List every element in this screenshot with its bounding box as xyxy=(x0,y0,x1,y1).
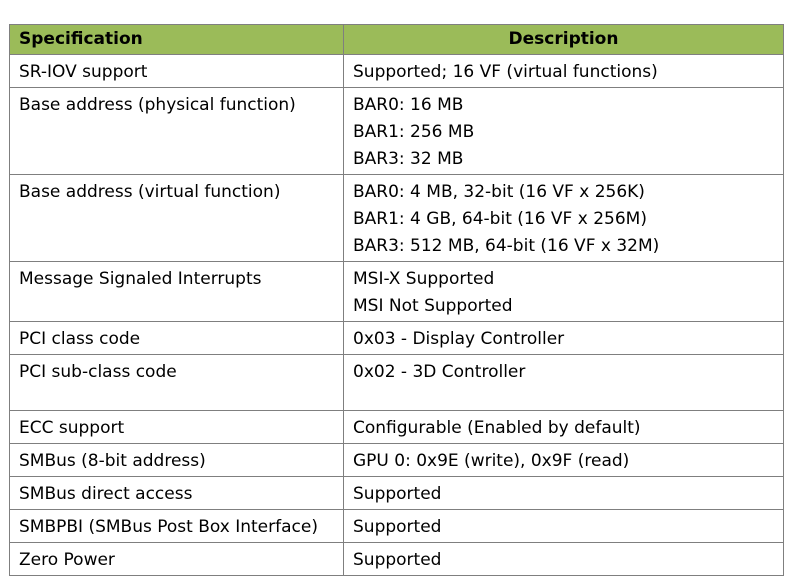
description-line: Supported xyxy=(353,550,442,570)
description-line: BAR1: 4 GB, 64-bit (16 VF x 256M) xyxy=(353,209,647,229)
description-cell: 0x03 - Display Controller xyxy=(343,321,784,355)
spec-cell: Base address (physical function) xyxy=(9,87,344,175)
description-line: Configurable (Enabled by default) xyxy=(353,418,641,438)
description-cell: Supported; 16 VF (virtual functions) xyxy=(343,54,784,88)
description-line: 0x03 - Display Controller xyxy=(353,329,565,349)
table-row: PCI class code 0x03 - Display Controller xyxy=(9,321,784,355)
spec-cell: PCI sub-class code xyxy=(9,354,344,411)
description-line: BAR3: 512 MB, 64-bit (16 VF x 32M) xyxy=(353,236,660,256)
description-line: Supported; 16 VF (virtual functions) xyxy=(353,62,658,82)
description-cell: BAR0: 4 MB, 32-bit (16 VF x 256K) BAR1: … xyxy=(343,174,784,262)
spec-cell: SMBus direct access xyxy=(9,476,344,510)
spec-cell: Message Signaled Interrupts xyxy=(9,261,344,322)
spec-cell: SMBPBI (SMBus Post Box Interface) xyxy=(9,509,344,543)
table-row: Zero Power Supported xyxy=(9,542,784,576)
table-row: ECC support Configurable (Enabled by def… xyxy=(9,410,784,444)
description-line: MSI Not Supported xyxy=(353,296,513,316)
description-cell: Supported xyxy=(343,476,784,510)
description-cell: 0x02 - 3D Controller xyxy=(343,354,784,411)
description-line: BAR0: 4 MB, 32-bit (16 VF x 256K) xyxy=(353,182,645,202)
table-row: Base address (virtual function) BAR0: 4 … xyxy=(9,174,784,262)
description-cell: Supported xyxy=(343,542,784,576)
table-row: Base address (physical function) BAR0: 1… xyxy=(9,87,784,175)
description-line: BAR0: 16 MB xyxy=(353,95,464,115)
table-row: SR-IOV support Supported; 16 VF (virtual… xyxy=(9,54,784,88)
description-line: Supported xyxy=(353,484,442,504)
description-line: MSI-X Supported xyxy=(353,269,495,289)
description-line: 0x02 - 3D Controller xyxy=(353,362,526,382)
table-row: SMBus direct access Supported xyxy=(9,476,784,510)
table-row: PCI sub-class code 0x02 - 3D Controller xyxy=(9,354,784,411)
description-line: BAR3: 32 MB xyxy=(353,149,464,169)
table-header-row: Specification Description xyxy=(9,24,784,55)
table-row: Message Signaled Interrupts MSI-X Suppor… xyxy=(9,261,784,322)
spec-cell: PCI class code xyxy=(9,321,344,355)
table-row: SMBus (8-bit address) GPU 0: 0x9E (write… xyxy=(9,443,784,477)
spec-cell: SR-IOV support xyxy=(9,54,344,88)
description-line: GPU 0: 0x9E (write), 0x9F (read) xyxy=(353,451,630,471)
description-line: BAR1: 256 MB xyxy=(353,122,475,142)
spec-cell: SMBus (8-bit address) xyxy=(9,443,344,477)
spec-cell: Zero Power xyxy=(9,542,344,576)
spec-cell: ECC support xyxy=(9,410,344,444)
description-cell: GPU 0: 0x9E (write), 0x9F (read) xyxy=(343,443,784,477)
table-row: SMBPBI (SMBus Post Box Interface) Suppor… xyxy=(9,509,784,543)
spec-cell: Base address (virtual function) xyxy=(9,174,344,262)
description-cell: MSI-X Supported MSI Not Supported xyxy=(343,261,784,322)
description-cell: BAR0: 16 MB BAR1: 256 MB BAR3: 32 MB xyxy=(343,87,784,175)
header-specification: Specification xyxy=(9,24,344,55)
description-cell: Supported xyxy=(343,509,784,543)
description-cell: Configurable (Enabled by default) xyxy=(343,410,784,444)
specification-table: Specification Description SR-IOV support… xyxy=(9,24,784,576)
description-line: Supported xyxy=(353,517,442,537)
header-description: Description xyxy=(343,24,784,55)
